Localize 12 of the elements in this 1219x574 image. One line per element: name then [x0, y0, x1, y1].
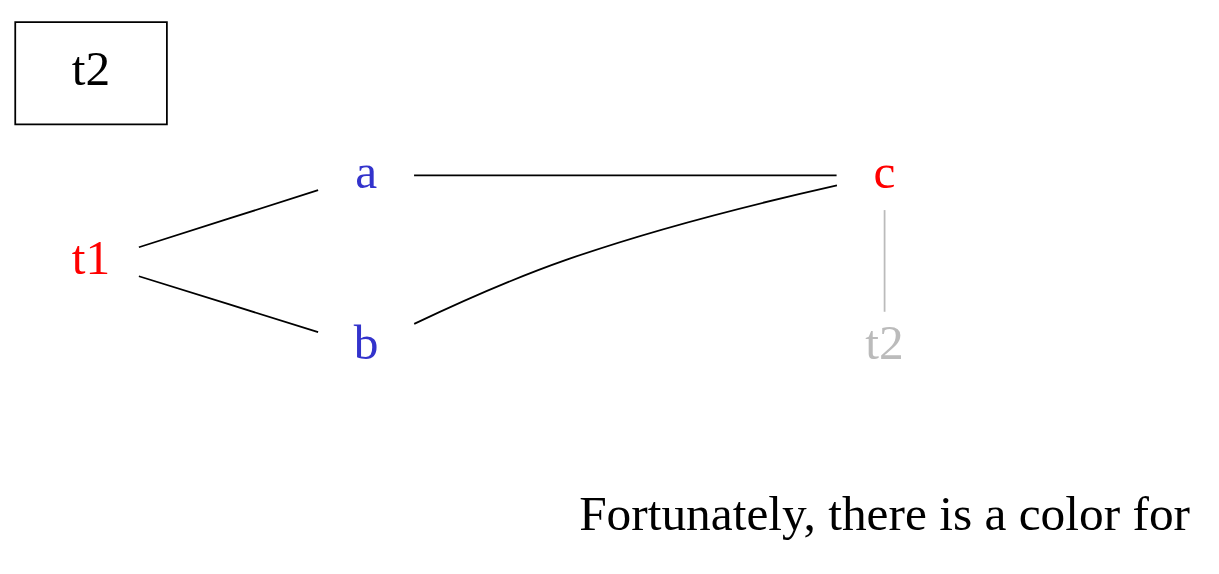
- connector: [138, 275, 319, 333]
- connector: [413, 174, 838, 177]
- connector: [883, 209, 886, 313]
- connector: [413, 184, 838, 325]
- node-text: t1: [71, 230, 111, 286]
- label: t2: [71, 41, 111, 97]
- label: Fortunately, there is a color for: [579, 485, 1191, 541]
- node-text: a: [355, 143, 378, 199]
- connector: [138, 189, 319, 249]
- node-text: c: [873, 143, 896, 199]
- node-text: b: [353, 314, 379, 370]
- node-text: t2: [865, 314, 904, 370]
